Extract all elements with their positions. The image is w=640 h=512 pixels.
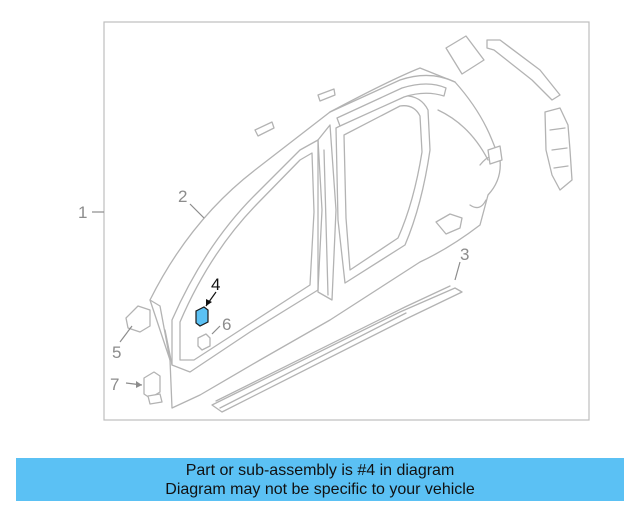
part-5 (125, 305, 151, 333)
parts-diagram: 1 3 2 4 5 6 7 (78, 21, 590, 421)
roof-rail (329, 74, 456, 113)
side-panel-outer (149, 67, 501, 409)
rear-rail-bracket (486, 39, 561, 101)
front-door-opening-inner (179, 152, 315, 361)
roof-clip-1 (254, 121, 275, 137)
part-6 (197, 333, 211, 351)
callout-7-arrowhead (136, 381, 142, 388)
banner-line-1: Part or sub-assembly is #4 in diagram (185, 462, 455, 479)
part-7-base (147, 393, 163, 405)
quarter-glass (445, 35, 485, 75)
callout-7-label: 7 (110, 375, 119, 394)
rear-door-opening (335, 95, 431, 284)
callout-4-arrowhead (206, 299, 212, 306)
rocker-panel-edge (215, 285, 451, 409)
b-pillar (317, 124, 337, 301)
callout-2-label: 2 (178, 187, 187, 206)
front-door-opening (171, 139, 323, 373)
callout-6-leader (211, 325, 221, 335)
b-pillar-edge (323, 149, 329, 296)
callout-3-label: 3 (460, 245, 469, 264)
fuel-door (487, 145, 503, 165)
roof-clip-2 (317, 88, 336, 102)
callout-4-label: 4 (211, 275, 220, 294)
callout-1-label: 1 (78, 203, 87, 222)
diagram-frame (103, 21, 590, 421)
rocker-panel (211, 287, 463, 413)
callout-5-leader (119, 325, 133, 343)
info-banner: Part or sub-assembly is #4 in diagram Di… (16, 458, 624, 501)
callout-6-label: 6 (222, 315, 231, 334)
part-7 (143, 371, 161, 399)
rear-pillar-reinforcement-detail (549, 127, 569, 169)
banner-line-2: Diagram may not be specific to your vehi… (165, 481, 475, 498)
rear-door-opening-inner (343, 105, 423, 271)
callout-5-label: 5 (112, 343, 121, 362)
front-pillar-base (149, 299, 173, 366)
callout-3-leader (454, 261, 461, 281)
callout-2-leader (189, 203, 205, 219)
part-4-highlight[interactable] (195, 306, 209, 327)
roof-rail-strip (336, 83, 447, 127)
quarter-bracket (435, 213, 463, 235)
